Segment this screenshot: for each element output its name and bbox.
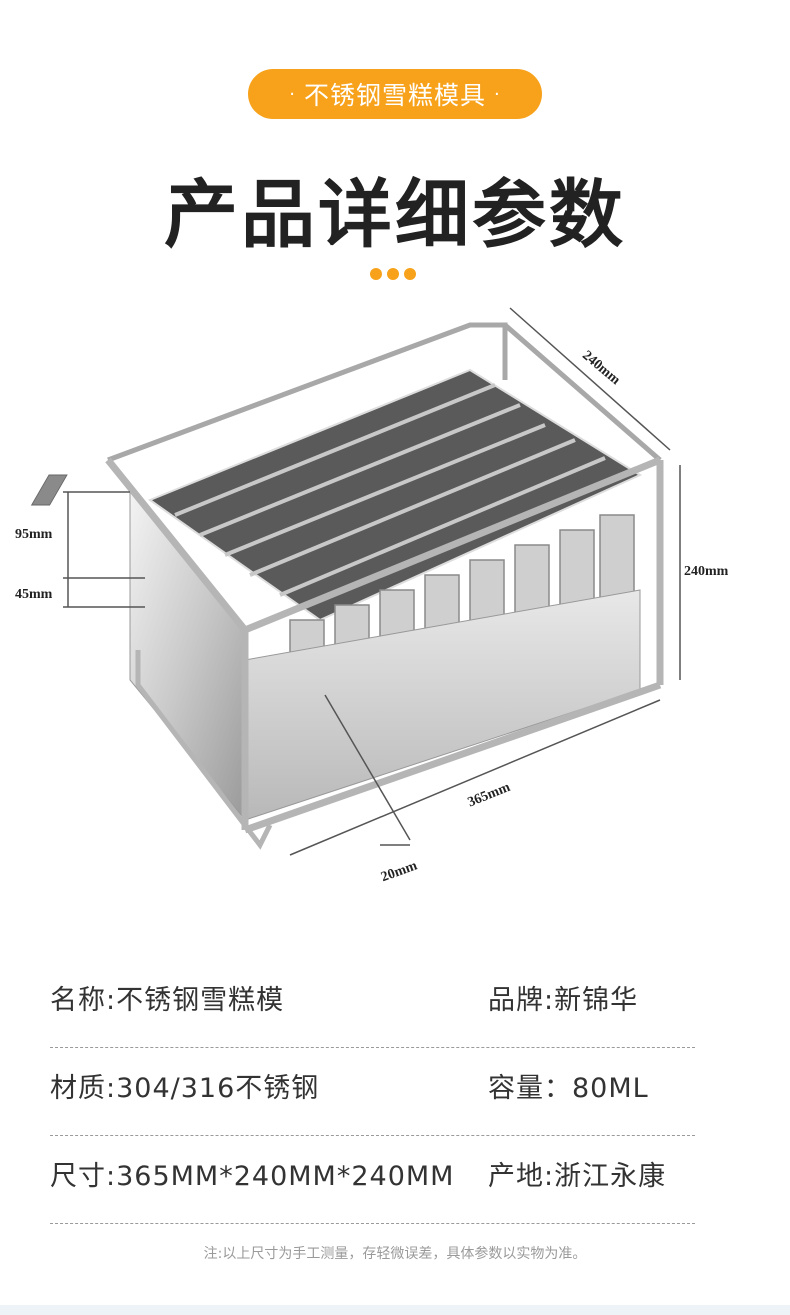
dot-2	[387, 268, 399, 280]
mold-tops	[30, 474, 68, 506]
spec-capacity: 容量：80ML	[488, 1073, 649, 1104]
spec-row: 尺寸:365MM*240MM*240MM 产地:浙江永康	[50, 1136, 695, 1224]
dim-length-label: 365mm	[466, 780, 513, 811]
bottom-strip	[0, 1305, 790, 1315]
frame-front	[105, 456, 664, 834]
spec-table: 名称:不锈钢雪糕模 品牌:新锦华 材质:304/316不锈钢 容量：80ML 尺…	[50, 960, 695, 1224]
dot-3	[404, 268, 416, 280]
spec-size: 尺寸:365MM*240MM*240MM	[50, 1161, 455, 1192]
spec-brand: 品牌:新锦华	[488, 985, 639, 1016]
dim-mold-height-label: 95mm	[15, 527, 53, 542]
spec-row: 材质:304/316不锈钢 容量：80ML	[50, 1048, 695, 1136]
product-photo: 240mm 240mm 365mm 20mm 95mm 45mm	[0, 300, 790, 890]
page-title: 产品详细参数	[164, 172, 626, 258]
measurement-note: 注:以上尺寸为手工测量，存轻微误差，具体参数以实物为准。	[203, 1246, 587, 1262]
dim-handle-height-label: 45mm	[15, 587, 53, 602]
dim-height-label: 240mm	[684, 564, 729, 579]
tag-dot-left: ·	[289, 83, 296, 105]
product-tag: · 不锈钢雪糕模具 ·	[248, 69, 542, 119]
tag-label: 不锈钢雪糕模具	[303, 81, 486, 110]
spec-material: 材质:304/316不锈钢	[50, 1073, 320, 1104]
tag-dot-right: ·	[494, 83, 501, 105]
mold-grid	[147, 368, 643, 622]
dim-depth-label: 240mm	[579, 348, 623, 388]
dimension-lines	[63, 307, 681, 856]
mold-illustration: 240mm 240mm 365mm 20mm 95mm 45mm	[15, 307, 729, 885]
spec-row: 名称:不锈钢雪糕模 品牌:新锦华	[50, 960, 695, 1048]
frame-back	[107, 322, 662, 463]
mold-grid-lines	[174, 383, 606, 597]
handle	[135, 650, 273, 850]
dim-gap-label: 20mm	[379, 858, 420, 885]
decor-dots	[370, 268, 416, 280]
dot-1	[370, 268, 382, 280]
spec-origin: 产地:浙江永康	[488, 1161, 667, 1192]
spec-name: 名称:不锈钢雪糕模	[50, 985, 285, 1016]
